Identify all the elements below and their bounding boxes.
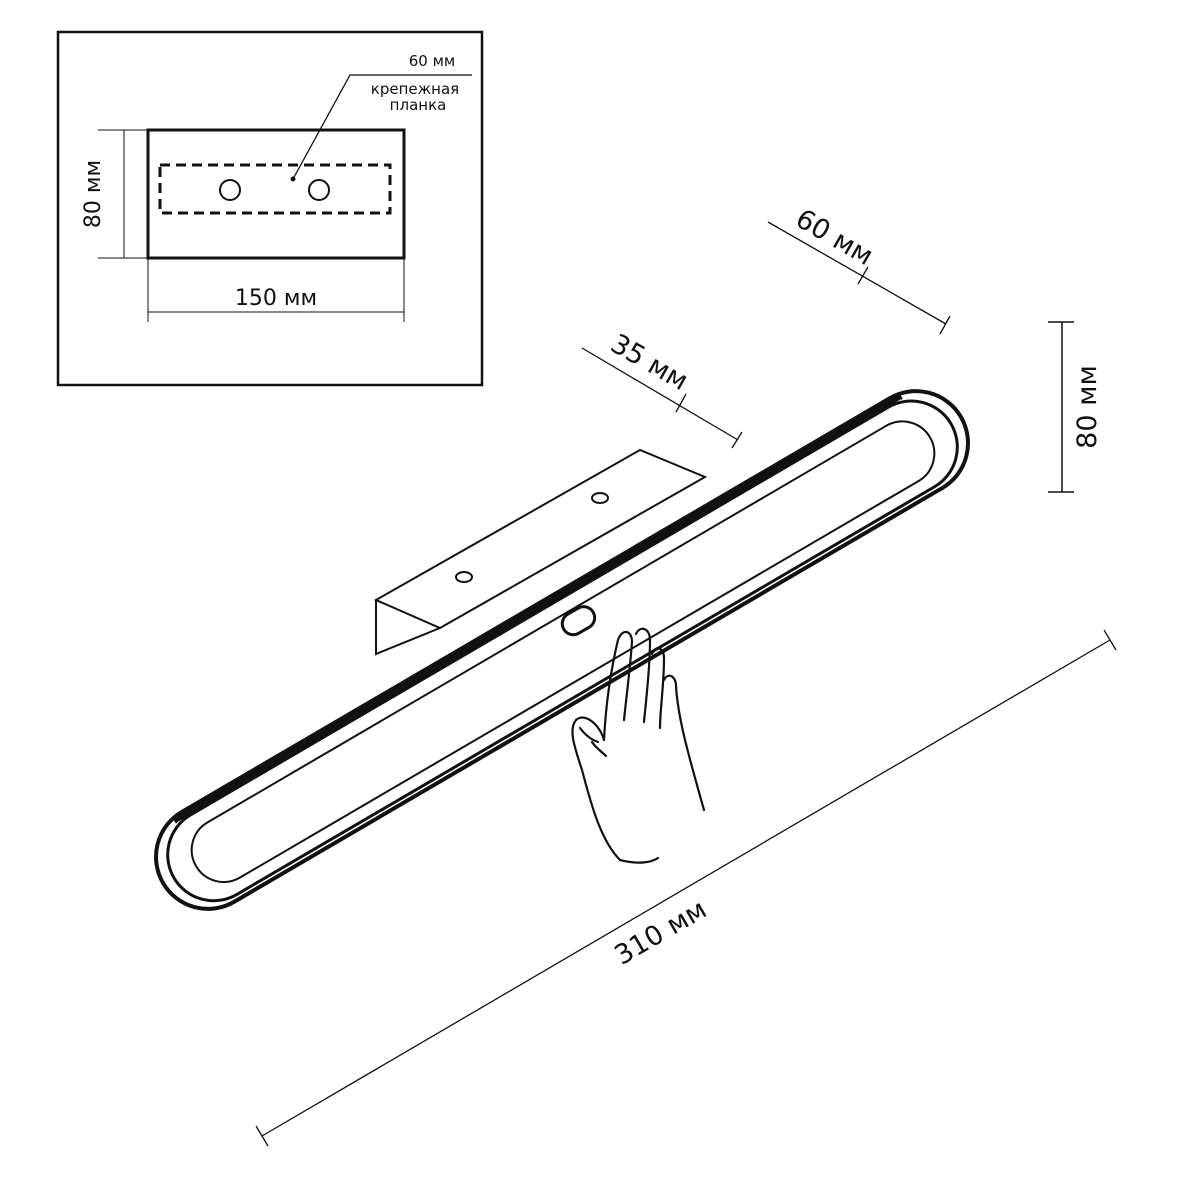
bracket-screw-1 [455,571,473,583]
depth-dim-tick-end [939,315,951,335]
mounting-strip-dashed [158,163,392,215]
length-label: 310 мм [609,894,712,972]
lamp-top-edge-front [277,455,799,763]
bracket-dim-tick-mid [675,393,687,413]
depth-label: 60 мм [790,203,878,272]
mount-hole-left [219,179,241,201]
lamp-illustration [154,389,970,911]
bracket-side-face [375,600,441,656]
lamp-bar-foreground [277,455,799,763]
mount-hole-right [308,179,330,201]
lamp-end-cap-right [897,392,903,400]
caption-leader [292,74,472,180]
hand-gesture-icon [571,627,706,864]
lamp-outer-edge [154,389,970,911]
mounting-inset: 60 мм крепежная планка 80 мм 150 мм [56,30,484,387]
lamp-bar [154,389,970,911]
plate-caption-line1: крепежная [371,80,459,98]
bracket-dim-tick-end [731,431,743,449]
height-label: 80 мм [1072,365,1103,449]
main-dimensions: 60 мм 35 мм 80 мм 310 мм [255,203,1117,1147]
inset-width-label: 150 мм [235,286,317,311]
lamp-diffuser-inner [190,420,936,884]
length-dim-tick-end [1103,629,1117,651]
lamp-end-cap-left [172,816,178,824]
inset-frame [56,30,484,387]
inset-height-label: 80 мм [81,160,106,228]
wall-bracket [373,448,708,656]
bracket-screw-2 [591,492,609,504]
depth-dim-tick-mid [857,266,869,285]
bracket-depth-label: 35 мм [605,328,693,397]
plate-caption-line2: планка [390,96,447,114]
bracket-dim-line [581,347,739,441]
depth-dim-line [767,221,947,325]
length-dim-tick-start [255,1125,269,1147]
lamp-front-face [166,399,959,903]
plate-outline [146,128,406,260]
length-dim-line [261,639,1111,1137]
plate-width-label: 60 мм [409,52,456,70]
motion-sensor [560,605,597,637]
bracket-top-face [373,448,708,630]
